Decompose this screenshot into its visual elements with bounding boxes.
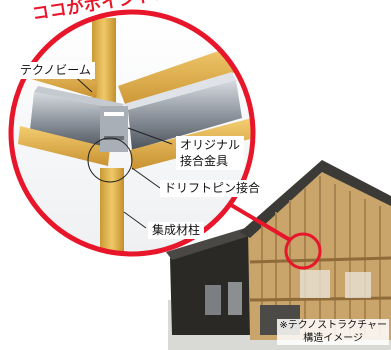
house-illustration [166,160,391,350]
label-glulam-column: 集成材柱 [148,222,205,239]
label-original-hardware-line1: オリジナル [180,138,241,152]
image-caption: ※テクノストラクチャー 構造イメージ [277,319,389,345]
caption-line2: 構造イメージ [303,333,364,344]
label-original-hardware: オリジナル 接合金具 [176,136,245,170]
label-techno-beam: テクノビーム [16,62,95,79]
label-drift-pin: ドリフトピン接合 [160,180,265,197]
label-original-hardware-line2: 接合金具 [180,154,229,168]
caption-line1: ※テクノストラクチャー [279,320,387,331]
callout-connector [224,200,292,242]
